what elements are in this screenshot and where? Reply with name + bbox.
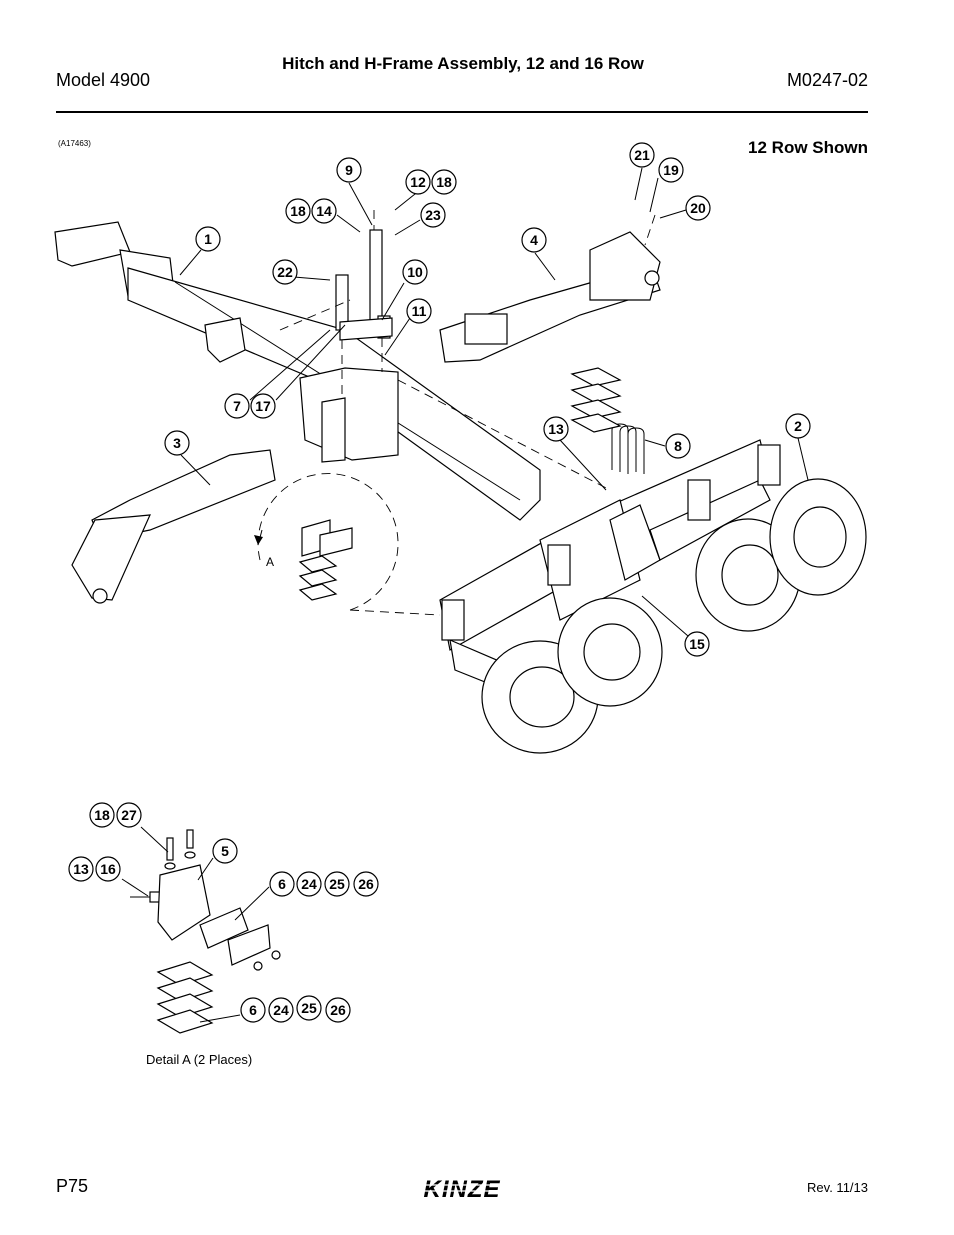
centerlines	[279, 210, 656, 491]
svg-text:13: 13	[73, 861, 89, 877]
callout-9: 9	[336, 157, 362, 183]
svg-text:23: 23	[425, 207, 441, 223]
svg-text:3: 3	[173, 435, 181, 451]
callout-18-left: 18	[285, 198, 311, 224]
svg-text:10: 10	[407, 264, 423, 280]
callout-d-5: 5	[212, 838, 238, 864]
callout-d-24a: 24	[296, 871, 322, 897]
svg-text:18: 18	[94, 807, 110, 823]
detail-a-drawing	[130, 829, 281, 1034]
callout-12: 12	[405, 169, 431, 195]
mast-assembly	[299, 229, 399, 463]
callout-d-25b: 25	[296, 995, 322, 1021]
hitch-tongue	[54, 221, 541, 521]
svg-text:16: 16	[100, 861, 116, 877]
page-title: Hitch and H-Frame Assembly, 12 and 16 Ro…	[282, 54, 644, 73]
svg-text:6: 6	[249, 1002, 257, 1018]
callout-d-6b: 6	[240, 997, 266, 1023]
svg-text:25: 25	[329, 876, 345, 892]
left-wing-arm	[71, 449, 276, 604]
callout-d-26a: 26	[353, 871, 379, 897]
callout-13: 13	[543, 416, 569, 442]
svg-text:5: 5	[221, 843, 229, 859]
shim-stack-upper	[570, 367, 622, 433]
callout-19: 19	[658, 157, 684, 183]
detail-caption: Detail A (2 Places)	[146, 1052, 253, 1067]
callout-22: 22	[272, 259, 298, 285]
svg-text:6: 6	[278, 876, 286, 892]
svg-text:27: 27	[121, 807, 137, 823]
svg-text:13: 13	[548, 421, 564, 437]
callout-d-25a: 25	[324, 871, 350, 897]
callout-d-13: 13	[68, 856, 94, 882]
svg-text:2: 2	[794, 418, 802, 434]
view-note: 12 Row Shown	[748, 138, 868, 157]
callout-d-24b: 24	[268, 997, 294, 1023]
svg-text:26: 26	[330, 1002, 346, 1018]
callout-21: 21	[629, 142, 655, 168]
h-frame-wheel-assembly	[439, 439, 867, 754]
svg-text:17: 17	[255, 398, 271, 414]
svg-text:7: 7	[233, 398, 241, 414]
callout-23: 23	[420, 202, 446, 228]
callout-11: 11	[406, 298, 432, 324]
revision: Rev. 11/13	[807, 1180, 868, 1195]
callout-14: 14	[311, 198, 337, 224]
leader-lines	[121, 167, 809, 1023]
callout-8: 8	[665, 433, 691, 459]
svg-text:24: 24	[273, 1002, 289, 1018]
callout-d-26b: 26	[325, 997, 351, 1023]
callout-15: 15	[684, 631, 710, 657]
callout-20: 20	[685, 195, 711, 221]
callout-2: 2	[785, 413, 811, 439]
detail-a-label: A	[266, 555, 274, 569]
svg-text:11: 11	[412, 303, 427, 319]
figure-id: (A17463)	[58, 139, 91, 148]
svg-text:24: 24	[301, 876, 317, 892]
svg-text:19: 19	[663, 162, 679, 178]
svg-text:14: 14	[316, 203, 332, 219]
header-divider	[56, 111, 868, 113]
svg-text:15: 15	[689, 636, 705, 652]
callout-d-27: 27	[116, 802, 142, 828]
kinze-logo: KINZE	[410, 1176, 514, 1202]
callout-10: 10	[402, 259, 428, 285]
callout-3: 3	[164, 430, 190, 456]
svg-text:18: 18	[436, 174, 452, 190]
callout-d-6a: 6	[269, 871, 295, 897]
svg-text:8: 8	[674, 438, 682, 454]
svg-text:26: 26	[358, 876, 374, 892]
callout-1: 1	[195, 226, 221, 252]
model-label: Model 4900	[56, 70, 151, 90]
svg-text:1: 1	[204, 231, 212, 247]
svg-text:9: 9	[345, 162, 353, 178]
page-number: P75	[56, 1176, 89, 1196]
document-number: M0247-02	[786, 70, 868, 90]
svg-text:25: 25	[301, 1000, 317, 1016]
callout-18-top: 18	[431, 169, 457, 195]
right-wing-arm	[439, 231, 661, 363]
svg-text:12: 12	[410, 174, 426, 190]
svg-text:20: 20	[690, 200, 706, 216]
svg-text:22: 22	[277, 264, 293, 280]
callout-d-16: 16	[95, 856, 121, 882]
svg-text:18: 18	[290, 203, 306, 219]
u-bolts	[611, 423, 645, 474]
callout-4: 4	[521, 227, 547, 253]
callout-d-18: 18	[89, 802, 115, 828]
callout-17: 17	[250, 393, 276, 419]
svg-text:4: 4	[530, 232, 538, 248]
detail-a-circle	[254, 473, 441, 616]
svg-text:KINZE: KINZE	[424, 1176, 501, 1202]
callout-7: 7	[224, 393, 250, 419]
svg-text:21: 21	[634, 147, 650, 163]
